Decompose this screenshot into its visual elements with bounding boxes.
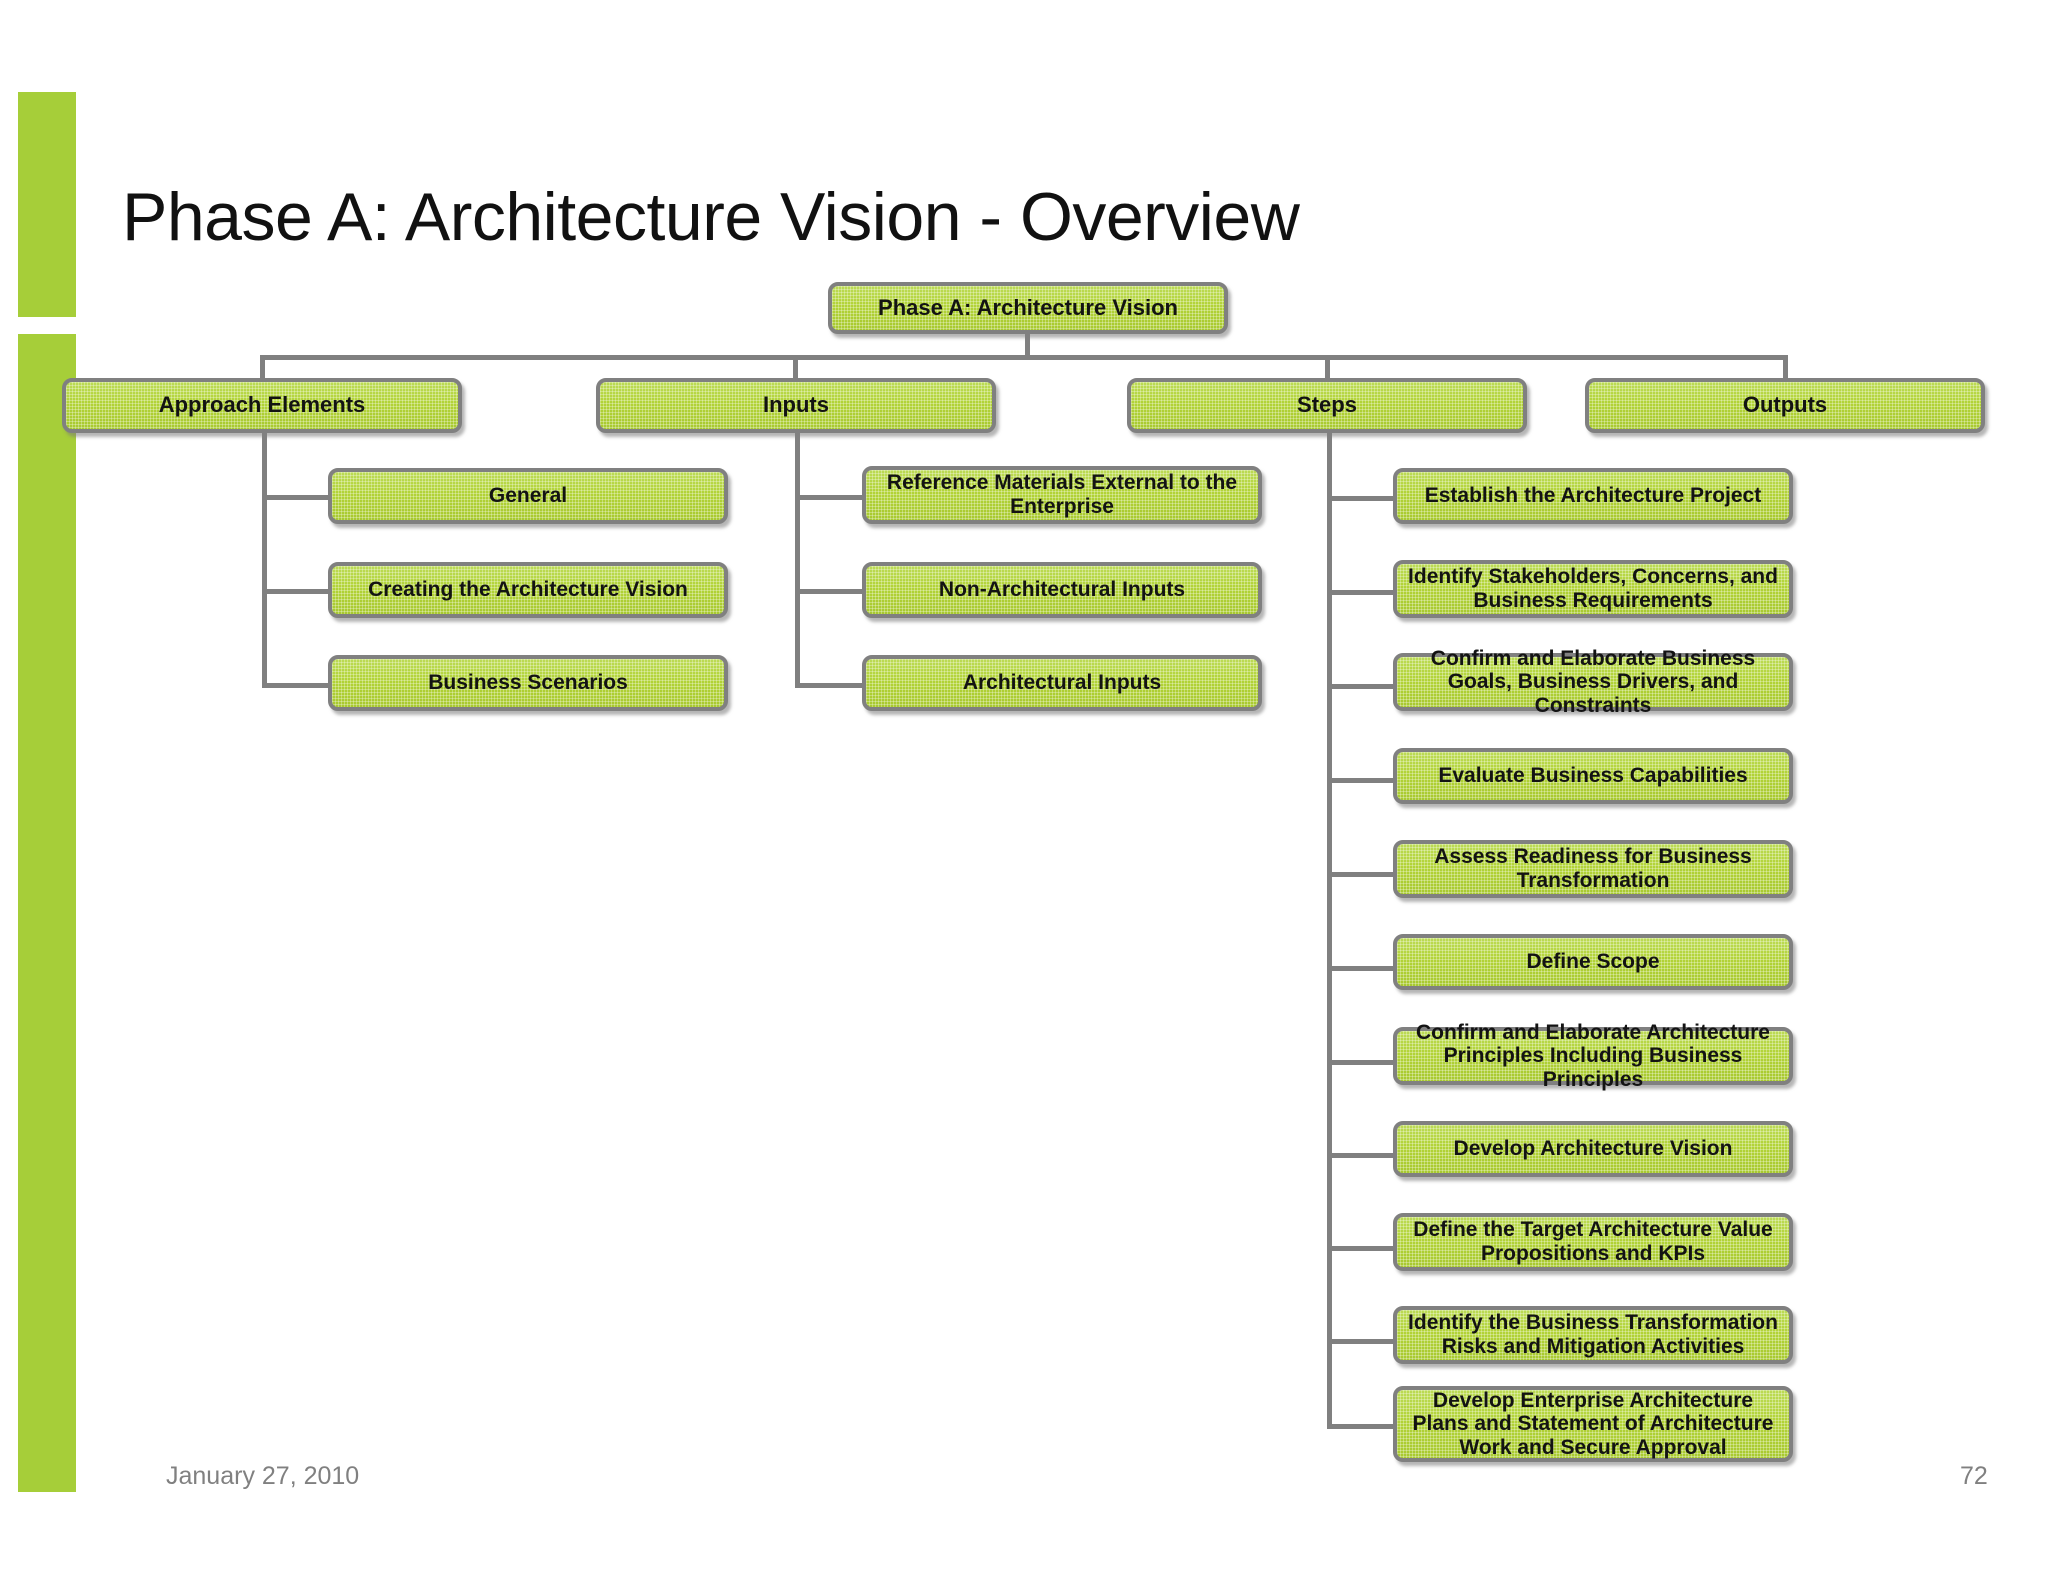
node-root-label: Phase A: Architecture Vision bbox=[878, 294, 1178, 320]
node-leaf-steps-9-label: Define the Target Architecture Value Pro… bbox=[1413, 1218, 1773, 1265]
node-leaf-steps-1[interactable]: Establish the Architecture Project bbox=[1393, 468, 1793, 524]
node-leaf-inputs-3[interactable]: Architectural Inputs bbox=[862, 655, 1262, 711]
node-branch-outputs[interactable]: Outputs bbox=[1585, 378, 1985, 433]
footer-page-number: 72 bbox=[1960, 1462, 1988, 1490]
connector-stub-steps-10 bbox=[1327, 1339, 1395, 1344]
node-leaf-inputs-1[interactable]: Reference Materials External to the Ente… bbox=[862, 466, 1262, 524]
node-leaf-inputs-2[interactable]: Non-Architectural Inputs bbox=[862, 562, 1262, 618]
node-leaf-steps-6[interactable]: Define Scope bbox=[1393, 934, 1793, 990]
node-branch-inputs[interactable]: Inputs bbox=[596, 378, 996, 433]
node-leaf-steps-11[interactable]: Develop Enterprise Architecture Plans an… bbox=[1393, 1386, 1793, 1462]
node-root[interactable]: Phase A: Architecture Vision bbox=[828, 282, 1228, 334]
accent-bar-top bbox=[18, 92, 76, 317]
node-leaf-inputs-1-label: Reference Materials External to the Ente… bbox=[886, 471, 1238, 518]
connector-stub-steps-6 bbox=[1327, 966, 1395, 971]
connector-stub-inputs-2 bbox=[795, 589, 863, 594]
connector-stub-steps-5 bbox=[1327, 872, 1395, 877]
node-branch-steps[interactable]: Steps bbox=[1127, 378, 1527, 433]
node-leaf-steps-1-label: Establish the Architecture Project bbox=[1424, 484, 1762, 508]
connector-stub-steps-11 bbox=[1327, 1424, 1395, 1429]
connector-root-stem bbox=[1025, 334, 1030, 358]
node-leaf-steps-2[interactable]: Identify Stakeholders, Concerns, and Bus… bbox=[1393, 560, 1793, 618]
accent-bar-bottom bbox=[18, 334, 76, 1492]
node-branch-steps-label: Steps bbox=[1297, 392, 1357, 418]
node-branch-outputs-label: Outputs bbox=[1742, 392, 1828, 418]
node-leaf-approach-3[interactable]: Business Scenarios bbox=[328, 655, 728, 711]
node-leaf-steps-3-label: Confirm and Elaborate Business Goals, Bu… bbox=[1430, 646, 1756, 717]
node-branch-approach-elements-label: Approach Elements bbox=[158, 392, 366, 418]
node-leaf-steps-9[interactable]: Define the Target Architecture Value Pro… bbox=[1393, 1213, 1793, 1271]
connector-drop-outputs bbox=[1783, 355, 1788, 382]
node-leaf-steps-7[interactable]: Confirm and Elaborate Architecture Princ… bbox=[1393, 1021, 1793, 1091]
node-branch-inputs-label: Inputs bbox=[763, 392, 829, 418]
node-leaf-approach-2[interactable]: Creating the Architecture Vision bbox=[328, 562, 728, 618]
node-leaf-inputs-2-label: Non-Architectural Inputs bbox=[938, 578, 1186, 602]
connector-stub-inputs-1 bbox=[795, 495, 863, 500]
connector-trunk-approach bbox=[262, 433, 267, 686]
node-leaf-steps-10-label: Identify the Business Transformation Ris… bbox=[1408, 1311, 1778, 1358]
connector-stub-approach-3 bbox=[262, 683, 330, 688]
connector-drop-steps bbox=[1325, 355, 1330, 382]
node-leaf-steps-8-label: Develop Architecture Vision bbox=[1453, 1137, 1733, 1161]
connector-stub-steps-1 bbox=[1327, 496, 1395, 501]
connector-stub-steps-3 bbox=[1327, 684, 1395, 689]
node-leaf-steps-4[interactable]: Evaluate Business Capabilities bbox=[1393, 748, 1793, 804]
node-leaf-steps-7-label: Confirm and Elaborate Architecture Princ… bbox=[1416, 1020, 1770, 1091]
node-leaf-steps-5-label: Assess Readiness for Business Transforma… bbox=[1434, 845, 1752, 892]
node-leaf-steps-8[interactable]: Develop Architecture Vision bbox=[1393, 1121, 1793, 1177]
node-branch-approach-elements[interactable]: Approach Elements bbox=[62, 378, 462, 433]
connector-stub-approach-2 bbox=[262, 589, 330, 594]
connector-stub-steps-4 bbox=[1327, 778, 1395, 783]
node-leaf-steps-5[interactable]: Assess Readiness for Business Transforma… bbox=[1393, 840, 1793, 898]
connector-stub-steps-9 bbox=[1327, 1246, 1395, 1251]
node-leaf-steps-6-label: Define Scope bbox=[1526, 950, 1660, 974]
node-leaf-approach-1-label: General bbox=[488, 484, 568, 508]
node-leaf-inputs-3-label: Architectural Inputs bbox=[962, 671, 1162, 695]
node-leaf-steps-3[interactable]: Confirm and Elaborate Business Goals, Bu… bbox=[1393, 647, 1793, 717]
connector-trunk-inputs bbox=[795, 433, 800, 686]
node-leaf-steps-11-label: Develop Enterprise Architecture Plans an… bbox=[1412, 1388, 1774, 1459]
connector-stub-steps-7 bbox=[1327, 1060, 1395, 1065]
page-title: Phase A: Architecture Vision - Overview bbox=[122, 179, 1300, 255]
node-leaf-approach-2-label: Creating the Architecture Vision bbox=[368, 578, 688, 602]
connector-stub-inputs-3 bbox=[795, 683, 863, 688]
connector-branch-bus bbox=[260, 355, 1785, 360]
connector-drop-inputs bbox=[793, 355, 798, 382]
connector-stub-steps-2 bbox=[1327, 590, 1395, 595]
connector-trunk-steps bbox=[1327, 433, 1332, 1426]
node-leaf-approach-3-label: Business Scenarios bbox=[428, 671, 628, 695]
connector-stub-steps-8 bbox=[1327, 1153, 1395, 1158]
node-leaf-steps-10[interactable]: Identify the Business Transformation Ris… bbox=[1393, 1306, 1793, 1364]
connector-stub-approach-1 bbox=[262, 495, 330, 500]
node-leaf-steps-4-label: Evaluate Business Capabilities bbox=[1438, 764, 1748, 788]
connector-drop-approach bbox=[260, 355, 265, 382]
node-leaf-approach-1[interactable]: General bbox=[328, 468, 728, 524]
footer-date: January 27, 2010 bbox=[166, 1462, 360, 1490]
node-leaf-steps-2-label: Identify Stakeholders, Concerns, and Bus… bbox=[1408, 565, 1778, 612]
